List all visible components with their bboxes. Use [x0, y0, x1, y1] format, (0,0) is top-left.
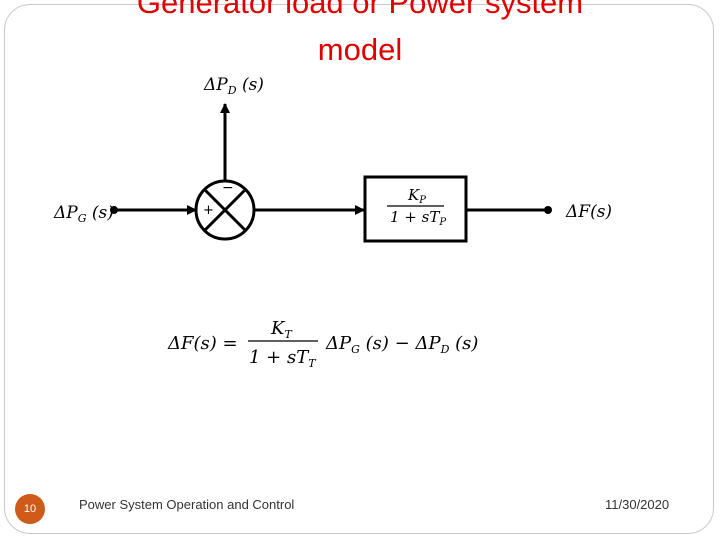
- slide-number-badge: 10: [15, 494, 45, 524]
- transfer-function-block: [363, 175, 468, 243]
- footer-course-title: Power System Operation and Control: [79, 497, 295, 512]
- equation-rhs: ΔPG (s) − ΔPD (s): [325, 333, 478, 356]
- slide-title-line-1: Generator load or Power system: [136, 0, 584, 20]
- block-numerator: KP: [407, 186, 426, 206]
- block-denominator: 1 + sTP: [390, 208, 446, 228]
- slide-title-line-2: model: [317, 32, 403, 67]
- equation-lhs: ΔF(s) =: [167, 333, 238, 354]
- slide-frame: [4, 4, 714, 534]
- equation: ΔF(s) = KT 1 + sTT ΔPG (s) − ΔPD (s): [167, 318, 478, 370]
- input-label-delta-pg: ΔPG (s): [53, 203, 114, 225]
- plus-sign: +: [203, 203, 214, 218]
- summing-junction: [194, 179, 256, 241]
- disturbance-label-delta-pd: ΔPD (s): [203, 75, 264, 97]
- output-node-dot: [544, 206, 552, 214]
- equation-denominator: 1 + sTT: [249, 347, 317, 370]
- footer-date: 11/30/2020: [605, 497, 670, 512]
- equation-numerator: KT: [270, 318, 293, 341]
- output-label-delta-f: ΔF(s): [565, 202, 612, 222]
- minus-sign: −: [222, 180, 234, 196]
